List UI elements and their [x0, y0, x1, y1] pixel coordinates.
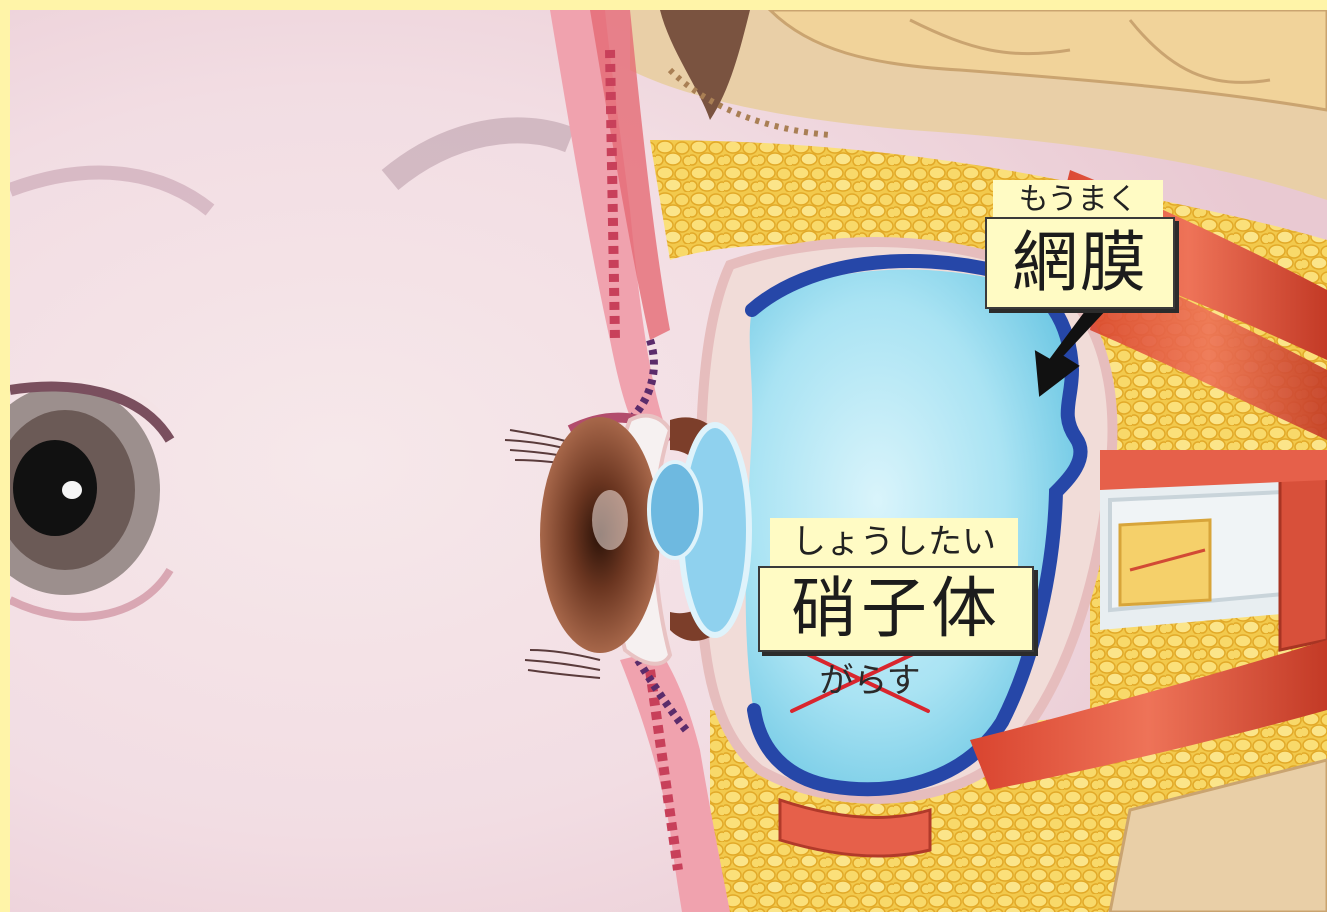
arrow-down-left-icon — [1034, 304, 1105, 397]
inferior-muscle — [970, 640, 1327, 790]
crossed-out-glass-word: がらす — [819, 660, 921, 701]
eyelid-layers — [550, 10, 730, 912]
anterior-chamber — [647, 460, 703, 560]
retina-furigana: もうまく — [993, 180, 1163, 220]
cross-out-mark — [790, 645, 930, 713]
eye-cross-section-illustration: もうまく 網膜 しょうしたい 硝子体 がらす — [10, 10, 1327, 912]
inferior-oblique-muscle — [778, 797, 932, 858]
vitreous-furigana: しょうしたい — [770, 518, 1018, 566]
bone-region — [630, 10, 1327, 200]
optic-nerve — [1100, 460, 1327, 652]
lateral-muscle — [1100, 450, 1327, 490]
face-eye — [10, 165, 215, 621]
eyebrow — [381, 117, 575, 191]
anatomy-artwork — [10, 10, 1327, 912]
vitreous-label: 硝子体 — [758, 566, 1034, 652]
retina-label: 網膜 — [985, 217, 1175, 309]
